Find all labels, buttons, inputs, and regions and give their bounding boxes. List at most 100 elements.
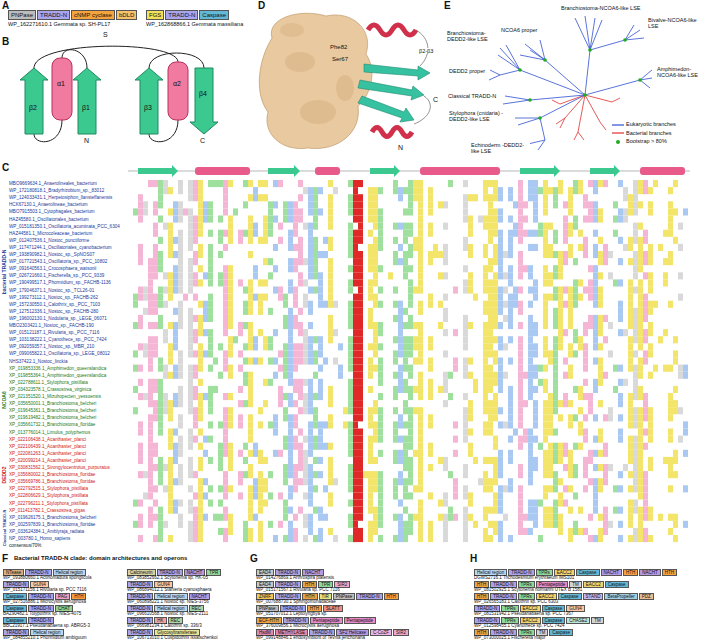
residue-cell xyxy=(203,350,208,357)
residue-cell xyxy=(368,294,373,301)
residue-cell xyxy=(543,336,548,343)
residue-cell xyxy=(488,336,493,343)
residue-cell xyxy=(203,315,208,322)
residue-cell xyxy=(193,315,198,322)
residue-cell xyxy=(418,216,423,223)
residue-cell xyxy=(493,315,498,322)
residue-cell xyxy=(473,457,478,464)
residue-cell xyxy=(158,457,163,464)
residue-cell xyxy=(643,358,648,365)
residue-cell xyxy=(568,315,573,322)
residue-cell xyxy=(328,457,333,464)
residue-cell xyxy=(308,301,313,308)
residue-cell xyxy=(263,194,268,201)
residue-cell xyxy=(283,372,288,379)
residue-cell xyxy=(508,414,513,421)
residue-cell xyxy=(278,365,283,372)
residue-cell xyxy=(498,336,503,343)
residue-cell xyxy=(148,450,153,457)
residue-cell xyxy=(188,343,193,350)
residue-cell xyxy=(248,379,253,386)
residue-cell xyxy=(578,230,583,237)
residue-cell xyxy=(418,180,423,187)
residue-cell xyxy=(178,365,183,372)
residue-cell xyxy=(493,393,498,400)
residue-cell xyxy=(518,322,523,329)
residue-cell xyxy=(528,194,533,201)
residue-cell xyxy=(543,365,548,372)
residue-cell xyxy=(608,322,613,329)
residue-cell xyxy=(513,429,518,436)
residue-cell xyxy=(248,400,253,407)
residue-cell xyxy=(508,237,513,244)
residue-cell xyxy=(358,180,363,187)
residue-cell xyxy=(353,230,358,237)
residue-cell xyxy=(533,294,538,301)
residue-cell xyxy=(148,457,153,464)
residue-cell xyxy=(393,358,398,365)
residue-cell xyxy=(253,336,258,343)
residue-cell xyxy=(618,379,623,386)
residue-cell xyxy=(138,457,143,464)
residue-cell xyxy=(168,414,173,421)
residue-cell xyxy=(313,265,318,272)
phylogenetic-tree-part-part xyxy=(498,45,585,95)
residue-cell xyxy=(523,201,528,208)
residue-cell xyxy=(658,244,663,251)
residue-cell xyxy=(633,272,638,279)
residue-cell xyxy=(153,294,158,301)
residue-cell xyxy=(418,436,423,443)
residue-cell xyxy=(428,393,433,400)
residue-cell xyxy=(588,450,593,457)
residue-cell xyxy=(353,187,358,194)
residue-cell xyxy=(398,194,403,201)
residue-cell xyxy=(428,379,433,386)
residue-cell xyxy=(588,216,593,223)
residue-cell xyxy=(208,251,213,258)
residue-cell xyxy=(223,329,228,336)
residue-cell xyxy=(198,407,203,414)
residue-cell xyxy=(648,372,653,379)
residue-cell xyxy=(353,358,358,365)
residue-cell xyxy=(138,322,143,329)
residue-cell xyxy=(598,372,603,379)
residue-cell xyxy=(403,400,408,407)
residue-cell xyxy=(368,443,373,450)
residue-cell xyxy=(548,443,553,450)
residue-cell xyxy=(248,414,253,421)
residue-cell xyxy=(618,208,623,215)
residue-cell xyxy=(538,365,543,372)
residue-cell xyxy=(468,429,473,436)
residue-cell xyxy=(188,216,193,223)
residue-cell xyxy=(228,265,233,272)
residue-cell xyxy=(228,464,233,471)
residue-cell xyxy=(148,443,153,450)
residue-cell xyxy=(628,421,633,428)
residue-cell xyxy=(203,301,208,308)
residue-cell xyxy=(508,251,513,258)
residue-cell xyxy=(553,343,558,350)
residue-cell xyxy=(493,294,498,301)
residue-cell xyxy=(288,287,293,294)
protein-structure-part xyxy=(259,13,372,148)
residue-cell xyxy=(393,450,398,457)
residue-cell xyxy=(138,258,143,265)
residue-cell xyxy=(553,201,558,208)
residue-cell xyxy=(313,287,318,294)
residue-cell xyxy=(638,407,643,414)
residue-cell xyxy=(348,308,353,315)
residue-cell xyxy=(403,258,408,265)
residue-cell xyxy=(178,272,183,279)
residue-cell xyxy=(268,343,273,350)
residue-cell xyxy=(433,244,438,251)
residue-cell xyxy=(368,414,373,421)
residue-cell xyxy=(413,322,418,329)
residue-cell xyxy=(678,372,683,379)
residue-cell xyxy=(243,443,248,450)
residue-cell xyxy=(358,379,363,386)
residue-cell xyxy=(573,187,578,194)
residue-cell xyxy=(593,201,598,208)
residue-cell xyxy=(398,223,403,230)
residue-cell xyxy=(513,201,518,208)
residue-cell xyxy=(543,436,548,443)
